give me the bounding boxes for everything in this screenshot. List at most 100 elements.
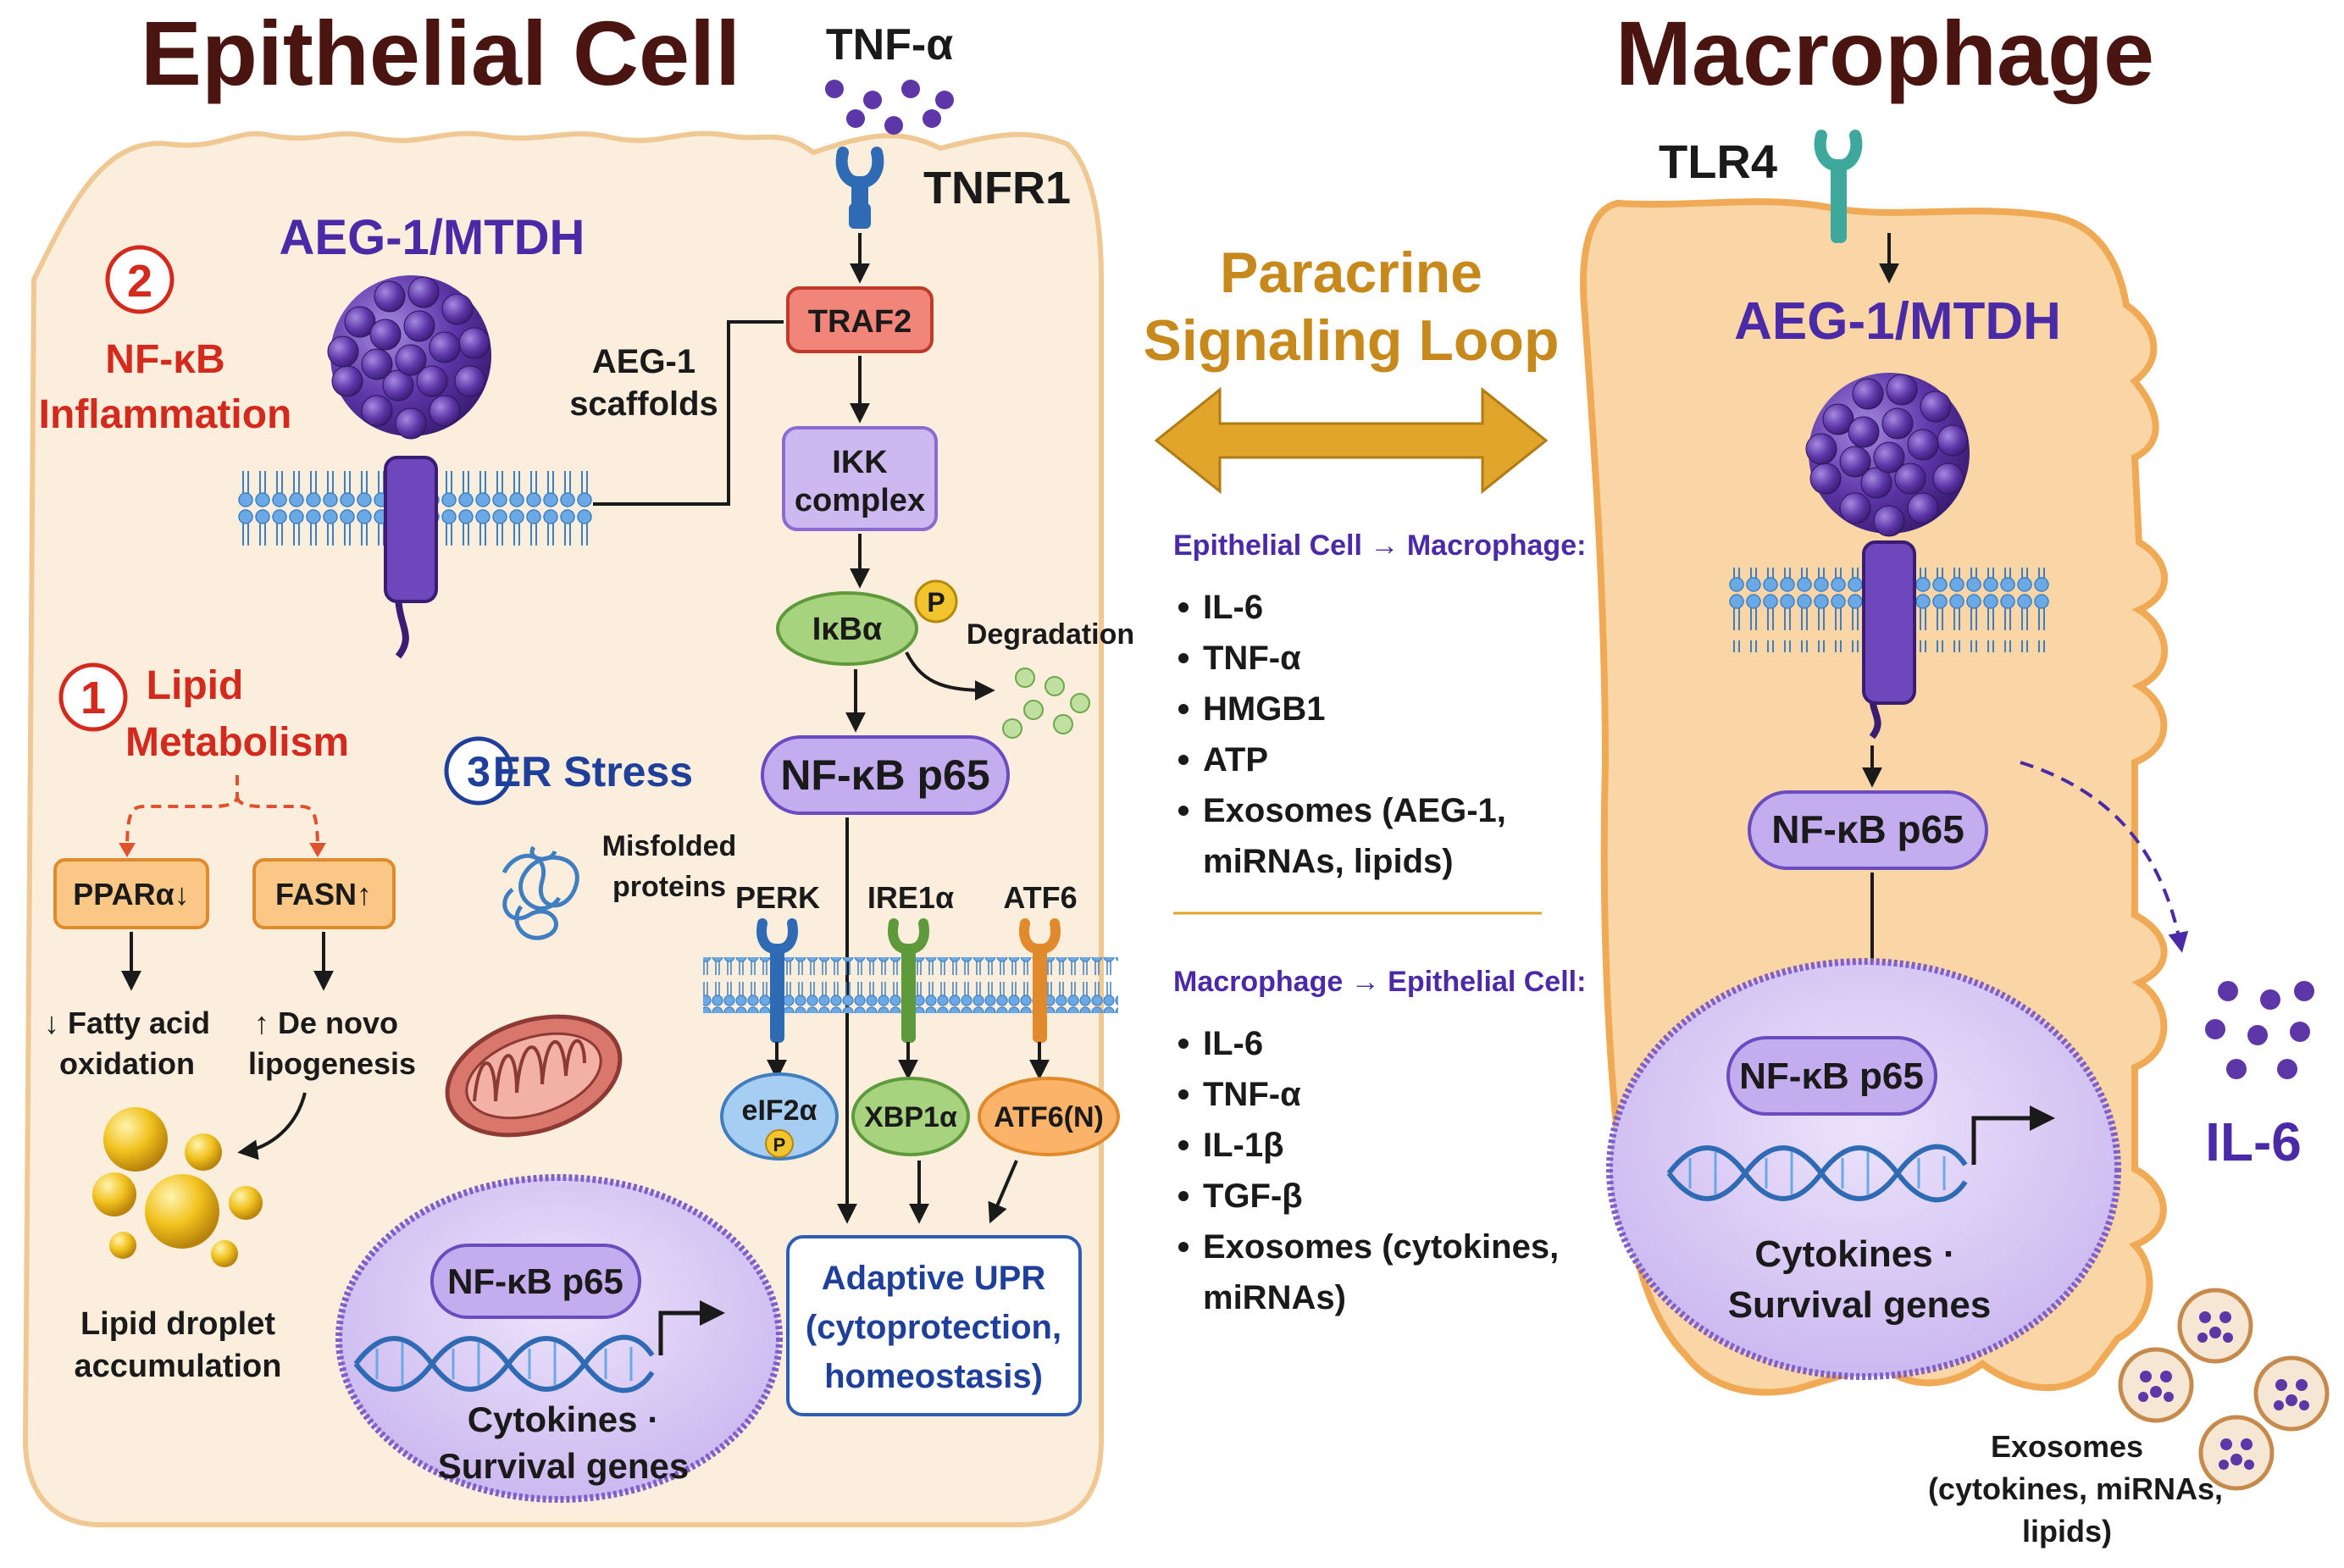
epithelial-transcription-arrow: [658, 1300, 725, 1355]
lipid-droplets-icon: [92, 1107, 263, 1267]
section1-number: 1: [80, 673, 106, 723]
to-epithelial-item-cont: miRNAs): [1203, 1279, 1346, 1316]
epithelial-aeg-protein-icon: [327, 275, 491, 659]
to-macrophage-heading: Epithelial Cell → Macrophage:: [1173, 529, 1586, 562]
section2-badge: [105, 245, 175, 314]
tnf-alpha-label: TNF-α: [826, 20, 953, 69]
macrophage-nfkb-node: NF-κB p65: [1748, 790, 1988, 870]
tnf-alpha-molecules: [825, 80, 954, 135]
tlr4-label: TLR4: [1659, 135, 1777, 188]
section1-label-1: Lipid: [147, 663, 244, 708]
macrophage-transcription-arrow: [1971, 1105, 2055, 1165]
paracrine-title-2: Signaling Loop: [1143, 308, 1559, 373]
paracrine-bidirectional-arrow: [1154, 386, 1549, 495]
paracrine-title-1: Paracrine: [1220, 241, 1482, 305]
to-macrophage-item-cont: miRNAs, lipids): [1203, 843, 1454, 880]
mitochondrion-icon: [445, 1014, 623, 1138]
epithelial-title: Epithelial Cell: [141, 2, 740, 104]
macrophage-genes-label-1: Cytokines ·: [1754, 1233, 1955, 1275]
il6-molecules-icon: [2205, 981, 2314, 1079]
svg-text:NF-κB p65: NF-κB p65: [780, 751, 989, 799]
fao-label-2: oxidation: [59, 1046, 195, 1081]
svg-text:NF-κB p65: NF-κB p65: [1739, 1055, 1924, 1097]
phospho-icon: [914, 579, 958, 623]
macrophage-nucleus-nfkb: NF-κB p65: [1726, 1036, 1937, 1116]
atf6-label: ATF6: [1003, 880, 1077, 915]
svg-text:IKK: IKK: [832, 445, 888, 480]
lipogenesis-label-1: ↑ De novo: [254, 1006, 398, 1040]
svg-text:eIF2α: eIF2α: [742, 1094, 817, 1127]
fao-label-1: ↓ Fatty acid: [44, 1006, 210, 1040]
svg-text:P: P: [927, 587, 945, 618]
svg-text:P: P: [773, 1134, 786, 1155]
exosomes-label-2: (cytokines, miRNAs,: [1928, 1471, 2223, 1506]
exosomes-icon: [2118, 1288, 2330, 1491]
to-epithelial-item: TNF-α: [1203, 1076, 1301, 1113]
section2-number: 2: [127, 256, 152, 307]
traf2-node: TRAF2: [786, 286, 934, 353]
to-macrophage-item: ATP: [1203, 741, 1268, 778]
misfolded-label-1: Misfolded: [602, 830, 737, 862]
svg-text:complex: complex: [795, 483, 925, 518]
epithelial-aeg-label: AEG-1/MTDH: [280, 210, 585, 265]
adaptive-upr-box: Adaptive UPR (cytoprotection, homeostasi…: [786, 1235, 1082, 1416]
svg-text:ATF6(N): ATF6(N): [994, 1101, 1104, 1133]
to-epithelial-list: IL-6 TNF-α IL-1β TGF-β Exosomes (cytokin…: [1178, 1025, 1559, 1316]
svg-text:NF-κB p65: NF-κB p65: [1771, 807, 1964, 851]
fasn-node: FASN↑: [252, 858, 396, 929]
tlr4-receptor-icon: [1814, 130, 1863, 243]
il6-secretion-arrow: [2020, 761, 2189, 953]
lipid-branch-arrows: [125, 775, 319, 852]
droplet-label-1: Lipid droplet: [80, 1306, 275, 1342]
svg-text:XBP1α: XBP1α: [864, 1101, 957, 1133]
epithelial-genes-label-2: Survival genes: [438, 1446, 689, 1486]
to-macrophage-item: Exosomes (AEG-1,: [1203, 792, 1506, 829]
arrow-atf6n-upr: [988, 1160, 1018, 1224]
misfolded-label-2: proteins: [612, 871, 726, 903]
aeg-scaffolds-label-1: AEG-1: [592, 343, 695, 380]
epithelial-nfkb-node: NF-κB p65: [761, 735, 1010, 815]
section1-badge: [58, 662, 128, 732]
svg-text:FASN↑: FASN↑: [275, 877, 372, 911]
svg-text:IκBα: IκBα: [812, 612, 883, 647]
arrow-ikba-degradation: [905, 651, 995, 701]
eif2a-phospho-icon: [765, 1129, 794, 1158]
svg-text:NF-κB p65: NF-κB p65: [447, 1261, 623, 1301]
macrophage-genes-label-2: Survival genes: [1728, 1284, 1992, 1326]
svg-text:(cytoprotection,: (cytoprotection,: [806, 1309, 1061, 1346]
exosomes-label-3: lipids): [2022, 1514, 2112, 1549]
section2-label-2: Inflammation: [39, 392, 292, 437]
to-macrophage-item: HMGB1: [1203, 690, 1325, 728]
to-epithelial-heading: Macrophage → Epithelial Cell:: [1173, 966, 1586, 998]
atf6n-node: ATF6(N): [978, 1077, 1120, 1156]
to-epithelial-item: TGF-β: [1203, 1177, 1303, 1215]
perk-receptor-icon: [756, 918, 798, 1043]
section3-label: ER Stress: [493, 748, 693, 795]
svg-text:TRAF2: TRAF2: [808, 304, 912, 340]
to-macrophage-item: IL-6: [1203, 589, 1263, 626]
svg-text:homeostasis): homeostasis): [824, 1358, 1043, 1395]
eif2a-node: eIF2α P: [720, 1072, 839, 1161]
section3-number: 3: [467, 748, 490, 795]
ire1a-label: IRE1α: [867, 880, 954, 915]
aeg-scaffolds-label-2: scaffolds: [569, 385, 718, 423]
droplet-label-2: accumulation: [75, 1349, 282, 1384]
ikba-node: IκBα P: [776, 579, 958, 666]
macrophage-aeg-protein-icon: [1805, 373, 1970, 740]
section1-label-2: Metabolism: [125, 720, 349, 765]
epithelial-genes-label-1: Cytokines ·: [468, 1399, 659, 1439]
ikk-complex-node: IKK complex: [782, 426, 938, 531]
tnfr1-label: TNFR1: [923, 163, 1071, 213]
macrophage-aeg-label: AEG-1/MTDH: [1734, 292, 2061, 351]
to-macrophage-list: IL-6 TNF-α HMGB1 ATP Exosomes (AEG-1, mi…: [1178, 589, 1506, 880]
macrophage-dna-icon: [1666, 1144, 1968, 1203]
macrophage-title: Macrophage: [1615, 2, 2154, 104]
ire1a-receptor-icon: [888, 918, 929, 1043]
epithelial-dna-icon: [353, 1334, 655, 1393]
xbp1-node: XBP1α: [851, 1077, 970, 1156]
aeg-scaffold-connector: [593, 320, 784, 506]
perk-label: PERK: [735, 880, 820, 915]
ppara-node: PPARα↓: [53, 858, 209, 929]
epithelial-nucleus-nfkb: NF-κB p65: [430, 1244, 641, 1319]
arrow-lipogenesis-droplet: [237, 1092, 307, 1161]
